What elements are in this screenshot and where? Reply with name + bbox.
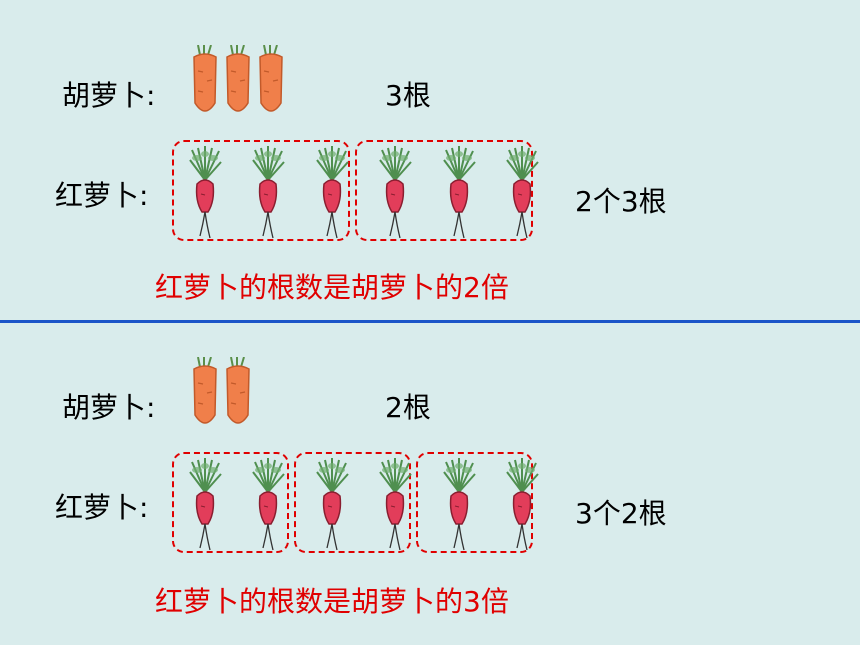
radish-icon [188, 146, 222, 244]
radish-label: 红萝卜: [55, 179, 149, 212]
carrot-icon [190, 44, 220, 121]
radish-icon [251, 146, 286, 244]
comparison-statement: 红萝卜的根数是胡萝卜的2倍 [155, 271, 509, 304]
carrot-icon [256, 44, 286, 121]
carrot-icon [223, 356, 253, 433]
carrot-count-text: 2根 [385, 391, 431, 424]
radish-icon [378, 458, 412, 556]
radish-icon [378, 146, 412, 244]
radish-icon [442, 146, 476, 244]
radish-group-box [172, 140, 350, 241]
carrot-label: 胡萝卜: [62, 391, 156, 424]
radish-icon [251, 458, 286, 556]
carrot-count-text: 3根 [385, 79, 431, 112]
radish-group-box [355, 140, 533, 241]
radish-icon [315, 146, 349, 244]
radish-icon [505, 458, 539, 556]
radish-group-box [172, 452, 289, 553]
radish-count-text: 3个2根 [575, 497, 667, 530]
radish-icon [188, 458, 222, 556]
radish-icon [315, 458, 349, 556]
carrot-label: 胡萝卜: [62, 79, 156, 112]
radish-label: 红萝卜: [55, 491, 149, 524]
radish-count-text: 2个3根 [575, 185, 667, 218]
carrot-icon [190, 356, 220, 433]
comparison-statement: 红萝卜的根数是胡萝卜的3倍 [155, 585, 509, 618]
radish-group-box [416, 452, 533, 553]
radish-icon [442, 458, 476, 556]
radish-group-box [294, 452, 411, 553]
radish-icon [505, 146, 539, 244]
panel-divider [0, 320, 860, 323]
carrot-icon [223, 44, 253, 121]
